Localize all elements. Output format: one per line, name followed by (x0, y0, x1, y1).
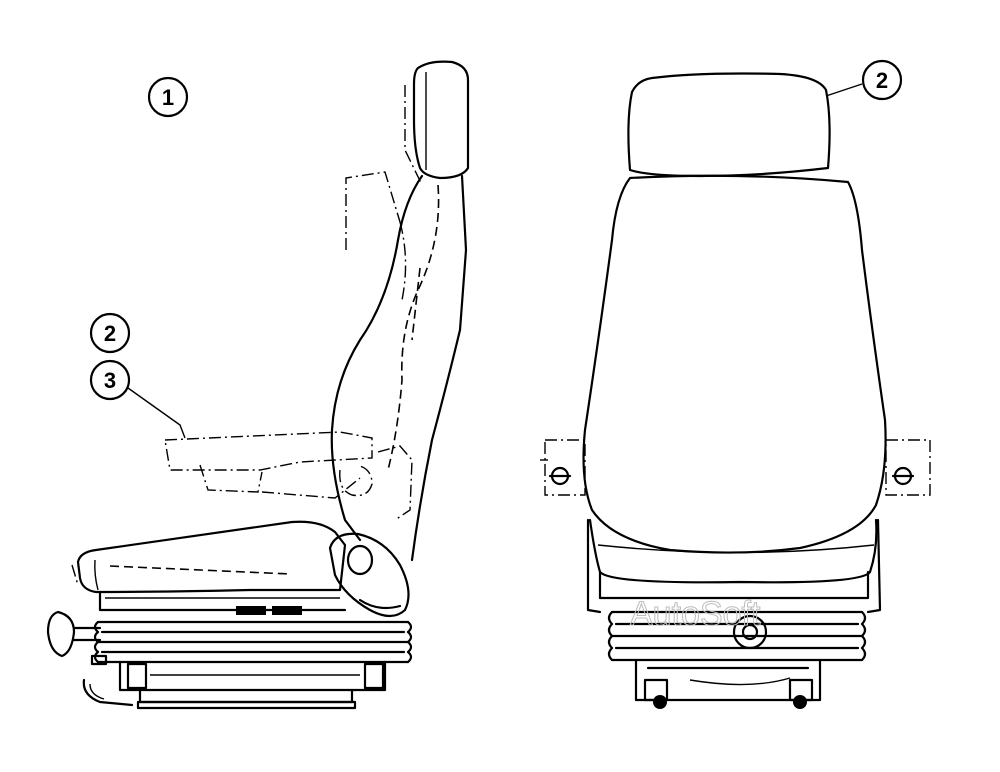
callout-2-side: 2 (89, 312, 131, 354)
callout-1: 1 (147, 76, 189, 118)
front-seat-pan (588, 518, 878, 584)
side-suspension-bellows (93, 620, 413, 664)
side-headrest (412, 60, 470, 180)
callout-1-label: 1 (162, 85, 174, 110)
front-backrest (582, 174, 887, 554)
callout-3-side-label: 3 (104, 368, 116, 393)
callout-3-side: 3 (89, 359, 131, 401)
seat-side-view (46, 60, 470, 710)
callout-2-front: 2 (861, 59, 903, 101)
seat-front-view: AutoSoft (540, 72, 931, 709)
height-adjust-knob (46, 610, 108, 666)
side-backrest (330, 174, 424, 542)
side-armrest (164, 431, 373, 471)
recline-knob (328, 532, 410, 618)
side-seat-cushion (76, 520, 347, 594)
callout-2-side-label: 2 (104, 321, 116, 346)
front-armrest-brackets (540, 439, 931, 496)
watermark: AutoSoft (630, 595, 761, 633)
callout-2-front-label: 2 (876, 68, 888, 93)
front-headrest (627, 72, 831, 178)
front-suspension (607, 610, 867, 662)
